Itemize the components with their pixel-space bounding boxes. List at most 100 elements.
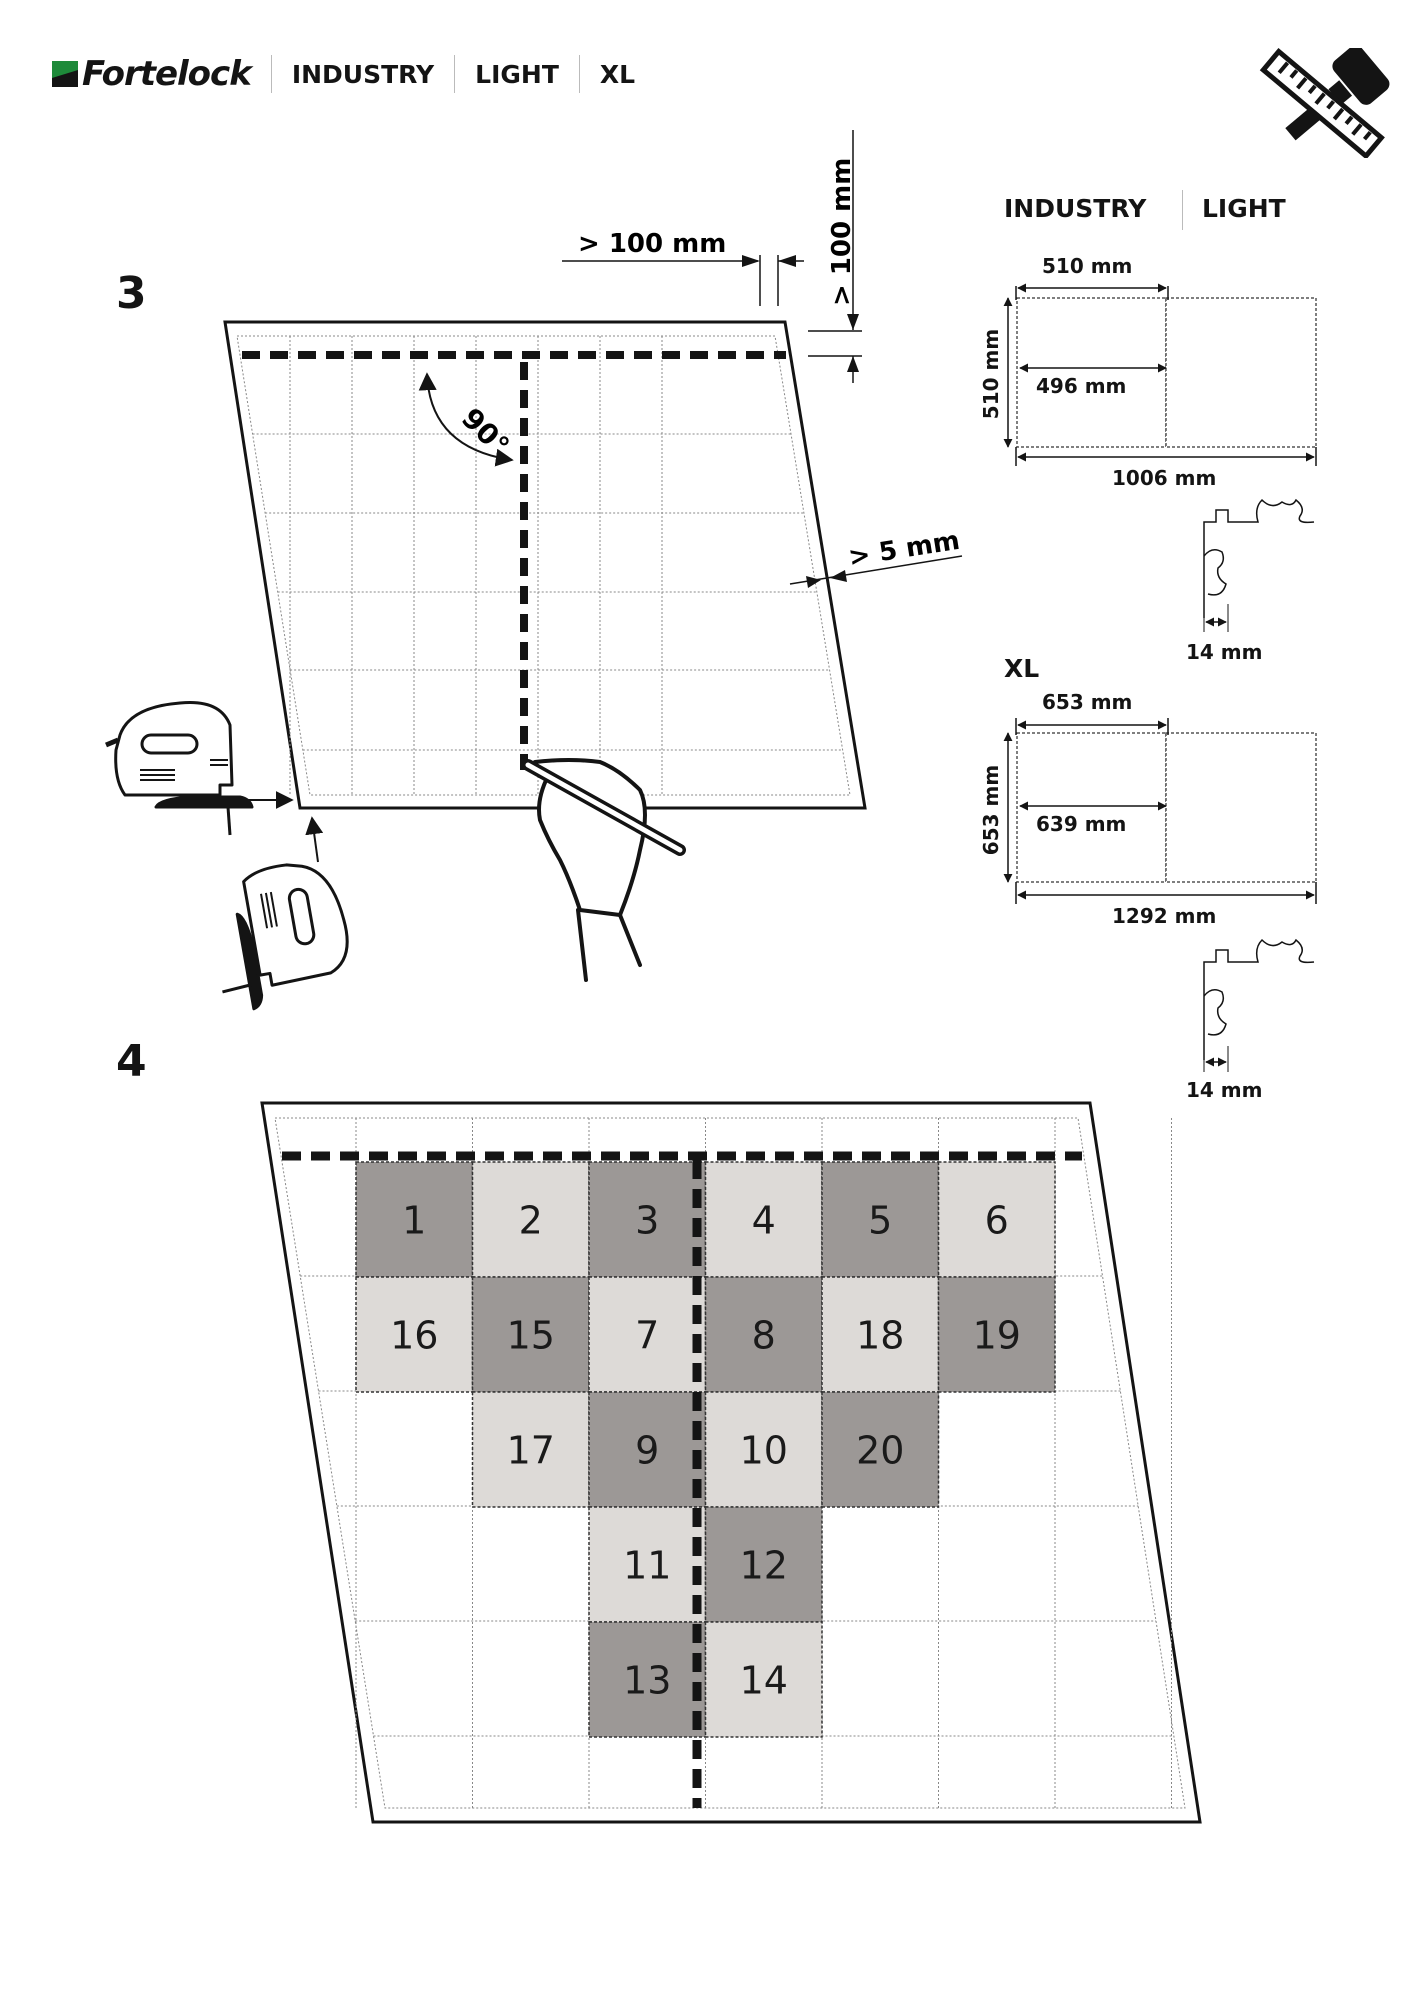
floor-tile: 1 [355,1161,474,1278]
tile-number: 16 [390,1314,438,1358]
dim-lock-depth: 14 mm [1186,640,1263,664]
step-number-3: 3 [116,268,147,319]
floor-tile-shape [704,1276,823,1393]
floor-tile: 14 [704,1621,823,1738]
dim-tile-height: 653 mm [979,764,1004,856]
floor-tile-shape [588,1276,707,1393]
tile-number: 10 [740,1429,788,1473]
tile-number: 5 [868,1199,892,1243]
lock-profile-icon [1203,498,1315,618]
floor-tile-shape [821,1276,940,1393]
floor-tile-shape [821,1161,940,1278]
tile-number: 4 [752,1199,776,1243]
floor-tile-shape [704,1506,823,1623]
tile-number: 3 [635,1199,659,1243]
tile-number: 8 [752,1314,776,1358]
tile-number: 2 [519,1199,543,1243]
floor-tile: 8 [704,1276,823,1393]
brand-logo: Fortelock [52,54,252,94]
floor-tile-shape [937,1276,1056,1393]
floor-tile: 5 [821,1161,940,1278]
tile-outline [1016,732,1167,883]
dim-total-width: 1292 mm [1112,904,1217,928]
floor-tile: 2 [471,1161,590,1278]
floor-tile: 15 [471,1276,590,1393]
floor-tile: 10 [704,1391,823,1508]
hand-with-pencil-icon [522,758,686,982]
floor-tile-shape [588,1506,707,1623]
product-line-industry: INDUSTRY [291,59,435,89]
floor-tile: 12 [704,1506,823,1623]
header-divider [578,55,580,93]
tile-outline [1016,297,1167,448]
floor-tile-shape [821,1391,940,1508]
step-number-4: 4 [116,1036,147,1087]
floor-tile: 16 [355,1276,474,1393]
floor-tile: 7 [588,1276,707,1393]
tile-number: 17 [507,1429,555,1473]
header-divider [454,55,456,93]
tile-number: 1 [402,1199,426,1243]
floor-tile-shape [937,1161,1056,1278]
tile-number: 6 [985,1199,1009,1243]
floor-tile-shape [704,1391,823,1508]
tile-number: 19 [973,1314,1021,1358]
dim-arrow [806,576,821,588]
floor-tile: 6 [937,1161,1056,1278]
dim-line-gap [789,555,963,585]
tile-number: 14 [740,1659,788,1703]
dim-total-width: 1006 mm [1112,466,1217,490]
tile-outline [1165,297,1317,448]
jigsaw-icon [105,700,254,836]
header: Fortelock INDUSTRY LIGHT XL [52,52,635,96]
floor-tile-shape [471,1276,590,1393]
dim-label-side: > 100 mm [827,158,857,306]
floor-tile-shape [704,1161,823,1278]
floor-tile-shape [588,1621,707,1738]
floor-tile: 19 [937,1276,1056,1393]
floor-tile-shape [588,1161,707,1278]
floor-tile: 18 [821,1276,940,1393]
dim-inner-width: 639 mm [1036,812,1127,836]
logo-mark-icon [52,61,78,87]
floor-tile: 13 [588,1621,707,1738]
jigsaw-icon [222,863,349,1011]
floor-tile: 11 [588,1506,707,1623]
dim-tile-height: 510 mm [979,328,1004,420]
arrow-to-edge [305,816,324,863]
tile-number: 13 [623,1659,671,1703]
lock-profile-icon [1203,938,1315,1060]
dim-tile-width: 653 mm [1042,690,1133,714]
ruler-and-mallet-icon [1248,45,1398,160]
tile-number: 20 [856,1429,904,1473]
tile-number: 12 [740,1544,788,1588]
dim-arrow [742,255,760,267]
floor-tile: 20 [821,1391,940,1508]
floor-tile: 17 [471,1391,590,1508]
floor-tile-shape [471,1161,590,1278]
product-line-light: LIGHT [475,59,559,89]
spec-drawing-xl [1003,718,1317,1072]
spec-title-xl: XL [1004,654,1040,683]
floor-tile: 3 [588,1161,707,1278]
dim-tile-width: 510 mm [1042,254,1133,278]
floor-tile-shape [355,1161,474,1278]
right-angle-arc [418,372,514,467]
tile-number: 9 [635,1429,659,1473]
product-line-xl: XL [599,59,636,89]
floor-tile: 4 [704,1161,823,1278]
tile-number: 7 [635,1314,659,1358]
spec-title-light: LIGHT [1202,194,1286,223]
dim-inner-width: 496 mm [1036,374,1127,398]
spec-divider [1182,190,1183,230]
floor-tile-shape [471,1391,590,1508]
step3-room-outline [223,320,867,810]
tile-number: 11 [623,1544,671,1588]
header-divider [270,55,272,93]
floor-tile-shape [588,1391,707,1508]
dim-lock-depth: 14 mm [1186,1078,1263,1102]
spec-drawing-industry-light [1003,283,1317,632]
tile-outline [1165,732,1317,883]
dim-arrow [847,314,859,330]
